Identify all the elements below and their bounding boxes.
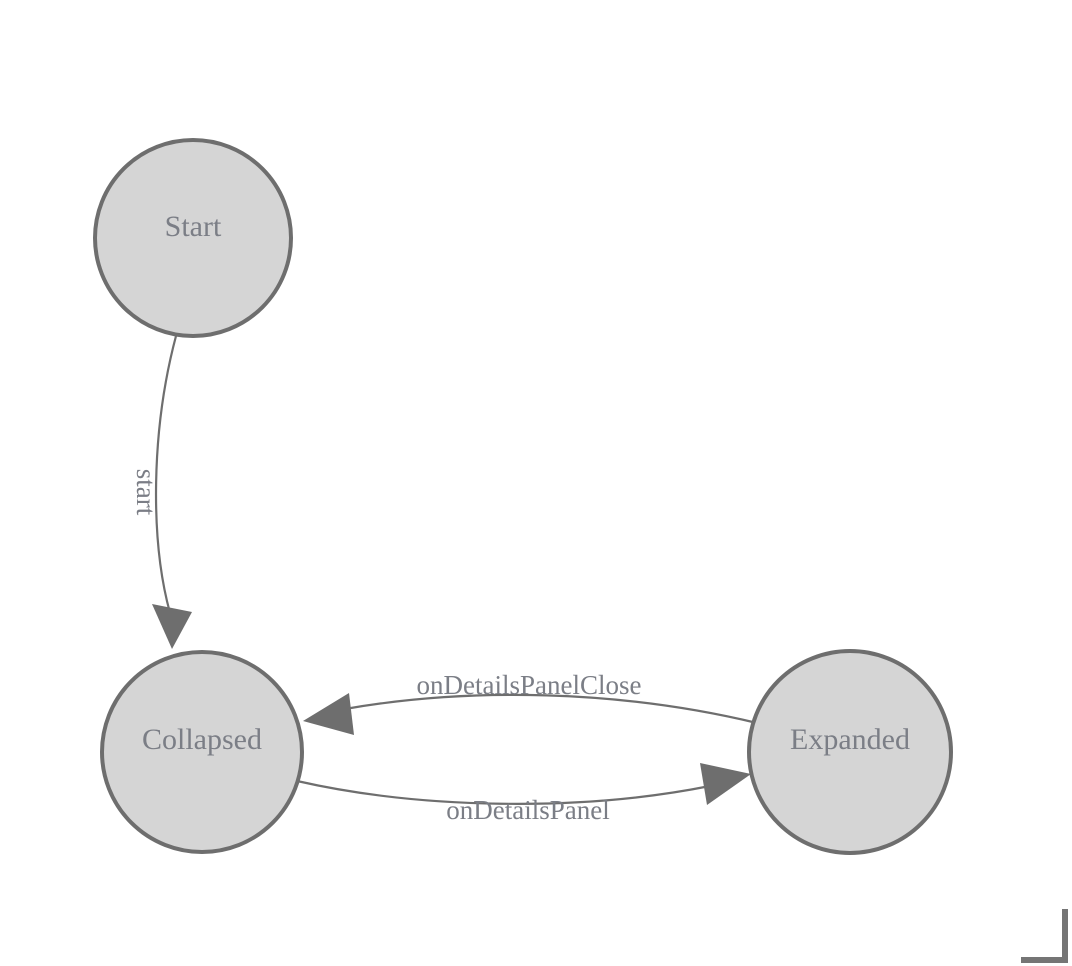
- node-expanded[interactable]: Expanded: [747, 649, 953, 855]
- edge-expanded-to-collapsed[interactable]: onDetailsPanelClose: [303, 670, 758, 735]
- edge-start-to-collapsed-path: [154, 335, 178, 614]
- node-collapsed-label: Collapsed: [142, 723, 262, 756]
- edge-expanded-to-collapsed-path: [344, 693, 758, 725]
- edge-expanded-to-collapsed-arrowhead: [303, 693, 354, 735]
- node-collapsed-circle: [100, 650, 304, 854]
- edge-collapsed-to-expanded-arrowhead: [700, 763, 751, 805]
- node-expanded-label: Expanded: [790, 723, 910, 756]
- edge-start-to-collapsed[interactable]: start: [131, 335, 192, 649]
- node-start-label: Start: [165, 210, 222, 243]
- resize-corner-mark[interactable]: [1021, 909, 1068, 963]
- edge-collapsed-to-expanded-path: [296, 779, 711, 805]
- edge-start-to-collapsed-label: start: [131, 469, 161, 516]
- edge-expanded-to-collapsed-label: onDetailsPanelClose: [417, 670, 642, 700]
- edge-collapsed-to-expanded[interactable]: onDetailsPanel: [296, 763, 751, 825]
- node-start-circle: [93, 138, 293, 338]
- node-collapsed[interactable]: Collapsed: [100, 650, 304, 854]
- node-start[interactable]: Start: [93, 138, 293, 338]
- edge-collapsed-to-expanded-label: onDetailsPanel: [446, 795, 609, 825]
- edge-start-to-collapsed-arrowhead: [152, 604, 192, 649]
- node-expanded-circle: [747, 649, 953, 855]
